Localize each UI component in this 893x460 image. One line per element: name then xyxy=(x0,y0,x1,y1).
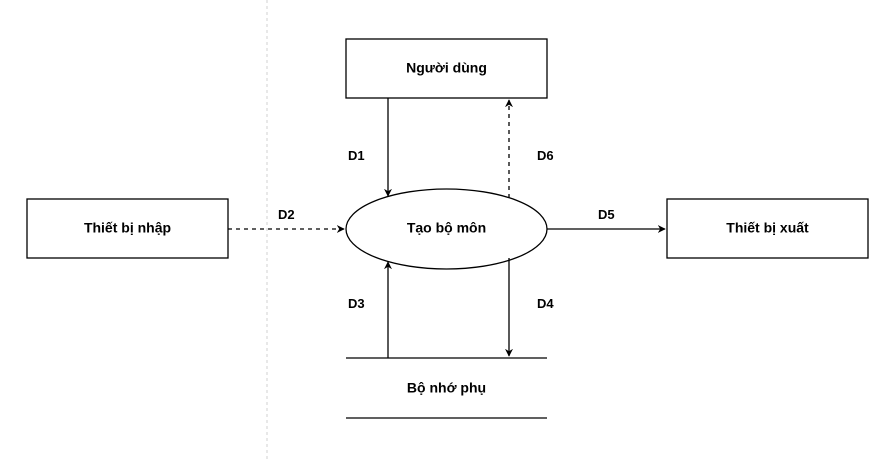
flow-d3-label: D3 xyxy=(348,296,365,311)
user-entity-box xyxy=(345,38,548,99)
output-device-entity-box xyxy=(666,198,869,259)
flow-d4-label: D4 xyxy=(537,296,554,311)
output-device-entity-label: Thiết bị xuất xyxy=(726,220,809,236)
input-device-entity-label: Thiết bị nhập xyxy=(84,220,171,236)
output-device-entity[interactable]: Thiết bị xuất xyxy=(666,198,869,259)
flow-d6: D6 xyxy=(505,99,554,198)
input-device-entity[interactable]: Thiết bị nhập xyxy=(26,198,229,259)
input-device-entity-box xyxy=(26,198,229,259)
user-entity[interactable]: Người dùng xyxy=(345,38,548,99)
flow-d1-label: D1 xyxy=(348,148,365,163)
flow-d6-label: D6 xyxy=(537,148,554,163)
flow-d3: D3 xyxy=(348,261,392,358)
flow-d4: D4 xyxy=(505,258,554,357)
storage-label: Bộ nhớ phụ xyxy=(407,380,486,396)
flow-d2-label: D2 xyxy=(278,207,295,222)
user-entity-label: Người dùng xyxy=(406,60,487,76)
process-label: Tạo bộ môn xyxy=(407,220,486,236)
storage-datastore[interactable]: Bộ nhớ phụ xyxy=(346,357,547,419)
flow-d5: D5 xyxy=(547,207,666,233)
process-node[interactable]: Tạo bộ môn xyxy=(345,188,548,270)
flow-d1: D1 xyxy=(348,98,392,197)
flow-d2: D2 xyxy=(228,207,345,233)
flow-d5-label: D5 xyxy=(598,207,615,222)
